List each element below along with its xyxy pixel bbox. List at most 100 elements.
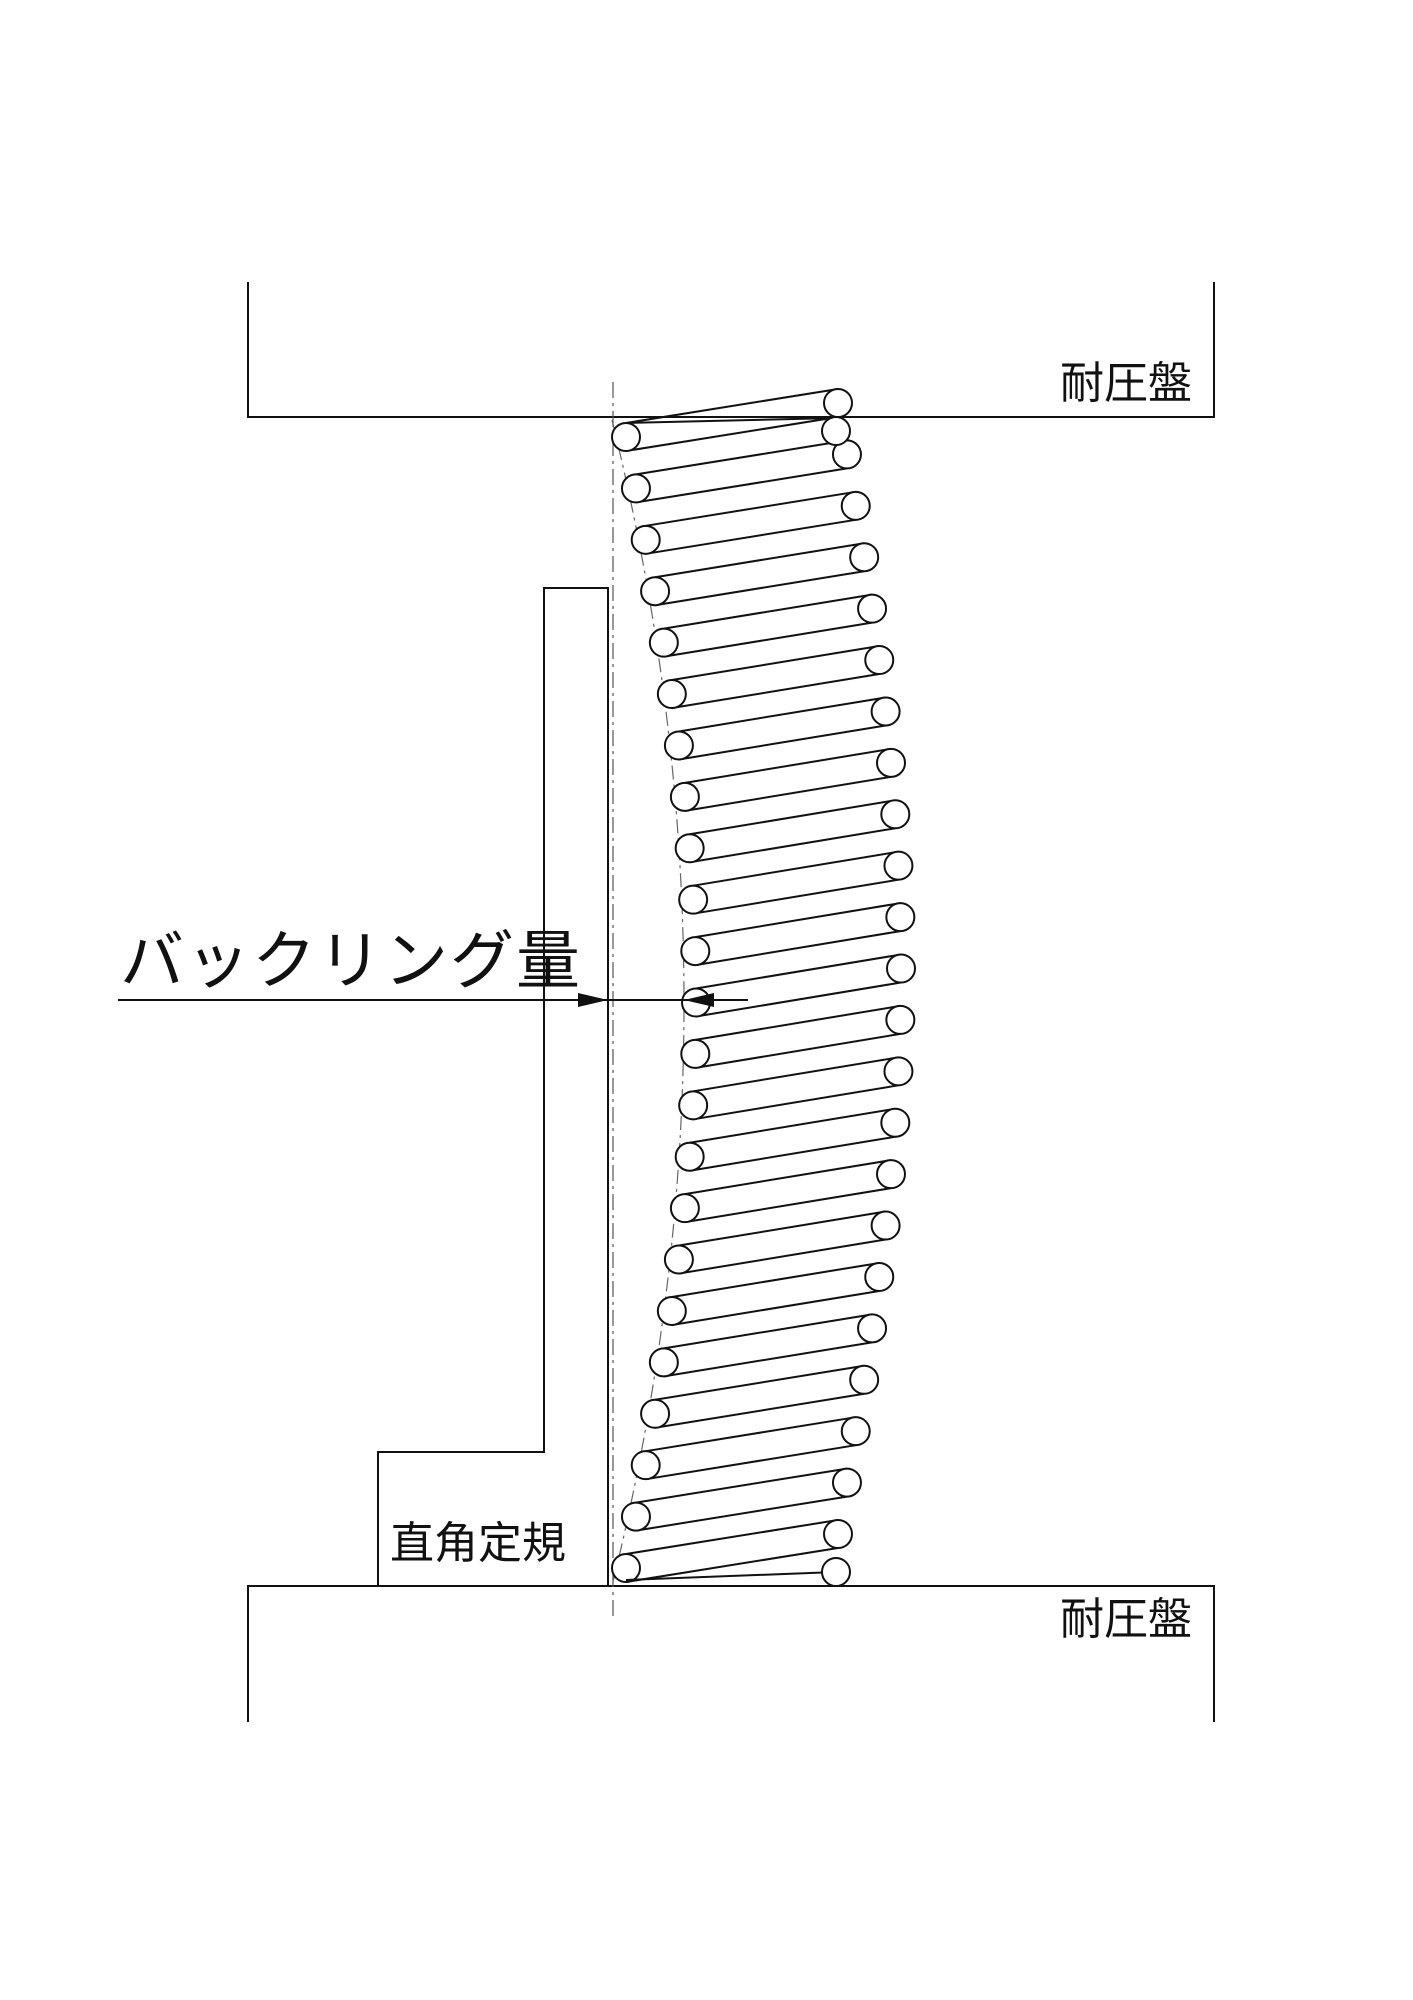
coil-wire-section [648,627,679,658]
coil-wire-section [630,1450,661,1481]
coil-edge-line [684,1159,892,1196]
coil-edge-line [689,1135,896,1172]
coil-wire-section [870,1210,901,1241]
coil-edge-line [693,1084,899,1121]
coil-wire-section [870,696,901,727]
coil-edge-line [671,1261,880,1298]
coil-wire-section [823,1519,853,1549]
coil-wire-section [648,1347,679,1378]
coil-edge-line [654,1392,865,1429]
coil-wire-section [678,884,709,915]
coil-edge-line [663,1313,873,1350]
spring-coils [611,388,916,1587]
coil-edge-line [678,724,886,761]
coil-wire-section [849,1364,880,1395]
coil-wire-section [880,1107,911,1138]
coil-wire-section [886,953,916,984]
buckling-dimension [118,993,748,1007]
coil-wire-section [823,388,853,418]
coil-edge-line [625,1519,839,1555]
coil-edge-line [645,1416,856,1453]
coil-wire-section [680,1038,711,1069]
coil-edge-line [654,1364,865,1401]
coil-edge-line [625,388,839,424]
coil-edge-line [645,1444,856,1481]
coil-wire-section [875,747,906,778]
coil-edge-line [645,518,856,555]
coil-wire-section [883,850,914,881]
coil-edge-line [663,1341,873,1378]
coil-edge-line [625,416,839,452]
coil-edge-line [689,827,896,864]
coil-end-turn [625,1571,837,1581]
coil-edge-line [645,490,856,527]
coil-edge-line [635,1495,848,1532]
bottom-platen-label: 耐圧盤 [1060,1594,1192,1645]
coil-wire-section [849,542,880,573]
coil-wire-section [669,1193,700,1224]
coil-wire-section [640,1398,671,1429]
coil-wire-section [831,1467,862,1498]
coil-wire-section [620,473,651,504]
coil-wire-section [885,902,916,933]
top-platen-label: 耐圧盤 [1060,358,1192,409]
coil-wire-section [640,576,671,607]
coil-wire-section [678,1090,709,1121]
coil-edge-line [689,1107,896,1144]
coil-edge-line [693,1056,899,1093]
coil-edge-line [654,570,865,607]
coil-edge-line [663,621,873,658]
coil-wire-section [880,799,911,830]
coil-edge-line [671,645,880,682]
coil-wire-section [875,1159,906,1190]
top-platen [247,282,1215,418]
coil-edge-line [695,981,902,1018]
coil-edge-line [678,696,886,733]
arrow-right-head [578,993,608,1007]
coil-edge-line [695,1032,901,1069]
coil-wire-section [821,1557,851,1587]
coil-wire-section [821,416,851,446]
coil-wire-section [630,524,661,555]
coil-edge-line [695,953,902,990]
coil-edge-line [635,439,848,476]
square-gauge-label: 直角定規 [390,1518,566,1569]
coil-edge-line [695,1004,901,1041]
coil-wire-section [840,490,871,521]
square-gauge [377,587,609,1586]
coil-wire-section [883,1056,914,1087]
coil-wire-section [857,1313,888,1344]
coil-edge-line [671,1289,880,1326]
coil-wire-section [680,936,711,967]
coil-wire-section [674,1141,705,1172]
coil-wire-section [620,1501,651,1532]
coil-edge-line [663,593,873,630]
coil-edge-line [635,467,848,504]
coil-edge-line [625,1547,839,1583]
arrow-left-head [684,993,714,1007]
coil-edge-line [678,1210,886,1247]
coil-wire-section [663,1244,694,1275]
coil-wire-section [864,645,895,676]
coil-wire-section [885,1004,916,1035]
coil-edge-line [693,878,899,915]
coil-wire-section [663,730,694,761]
coil-wire-section [674,833,705,864]
coil-wire-section [864,1261,895,1292]
coil-edge-line [695,902,901,939]
coil-edge-line [654,542,865,579]
coil-wire-section [669,781,700,812]
coil-edge-line [678,1238,886,1275]
coil-edge-line [684,775,892,812]
coil-wire-section [611,1553,641,1583]
coil-wire-section [611,422,641,452]
coil-end-turn [625,417,837,424]
coil-edge-line [635,1467,848,1504]
coil-wire-section [857,593,888,624]
coil-wire-section [656,1295,687,1326]
bottom-platen [247,1585,1215,1722]
buckling-amount-label: バックリング量 [120,925,582,999]
coil-edge-line [684,747,892,784]
coil-wire-section [840,1416,871,1447]
